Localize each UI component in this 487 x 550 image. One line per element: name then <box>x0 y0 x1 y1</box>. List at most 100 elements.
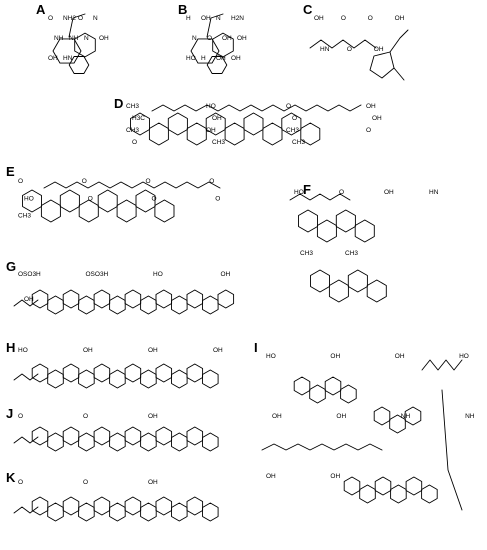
panel-h-head <box>13 373 39 381</box>
panel-k-ring-10 <box>186 496 204 516</box>
panel-d-row0-ring-4 <box>205 112 226 136</box>
panel-f-row1-ring-0 <box>310 269 330 293</box>
panel-g-ring-4 <box>93 289 111 309</box>
panel-j-ring-3 <box>78 432 95 452</box>
panel-f-atom-label: CH3 <box>300 250 313 257</box>
panel-i-label: I <box>254 340 258 355</box>
panel-b-atom-label: OH <box>201 15 211 22</box>
panel-g-atom-label: OH <box>24 296 34 303</box>
panel-g-label: G <box>6 259 16 274</box>
panel-h-label: H <box>6 340 15 355</box>
panel-i-bottom-ring-1 <box>359 484 376 504</box>
panel-h-ring-8 <box>155 363 173 383</box>
panel-e-atom-label: O <box>82 178 87 185</box>
panel-b-atom-label: OH <box>237 35 247 42</box>
panel-j-label: J <box>6 406 13 421</box>
panel-c-atom-label: O <box>341 15 346 22</box>
panel-i-atom-label: HO <box>266 353 276 360</box>
panel-d-atom-label: CH3 <box>292 139 305 146</box>
panel-i-atom-label: OH <box>395 353 405 360</box>
panel-f-atom-label: HN <box>429 189 439 196</box>
panel-k-label: K <box>6 470 16 485</box>
panel-k-ring-6 <box>124 496 142 516</box>
bond-lines <box>13 13 463 522</box>
panel-e-label: E <box>6 164 15 179</box>
panel-k-ring-3 <box>78 502 95 522</box>
panel-i-bottom-ring-5 <box>421 484 438 504</box>
panel-i-bottom-ring-3 <box>390 484 407 504</box>
panel-k-ring-11 <box>202 502 219 522</box>
panel-f-row1-ring-1 <box>328 279 349 303</box>
panel-d-atom-label: CH3 <box>126 103 139 110</box>
panel-a-label: A <box>36 2 46 17</box>
panel-h-atom-label: OH <box>148 347 158 354</box>
panel-h-ring-5 <box>109 369 126 389</box>
panel-h-ring-7 <box>140 369 157 389</box>
panel-g-ring-11 <box>202 295 219 315</box>
panel-c-atom-label: HN <box>320 46 330 53</box>
panel-f-label: F <box>303 182 311 197</box>
panel-i-top-ring-0 <box>293 376 311 396</box>
panel-b-structure <box>190 13 234 74</box>
panel-h-ring-9 <box>171 369 188 389</box>
panel-d-atom-label: CH3 <box>126 127 139 134</box>
panel-k-ring-2 <box>62 496 80 516</box>
panel-c-atom-label: O <box>368 15 373 22</box>
panel-j-atom-label: O <box>83 413 88 420</box>
panel-c-atom-label: OH <box>314 15 324 22</box>
panel-h-atom-label: OH <box>83 347 93 354</box>
panel-a-atom-label: N <box>93 15 98 22</box>
panel-b-atom-label: O <box>207 35 212 42</box>
panel-e-row0-ring-4 <box>97 189 118 213</box>
panel-g-ring-7 <box>140 295 157 315</box>
panel-f-atom-label: OH <box>384 189 394 196</box>
panel-i-atom-label: OH <box>330 353 340 360</box>
panel-c-acid-arm <box>389 29 409 53</box>
panel-k-structure <box>13 496 219 522</box>
panel-d-atom-label: O <box>286 103 291 110</box>
panel-i-mid-ring-2 <box>404 406 422 426</box>
panel-i-atom-label: OH <box>266 473 276 480</box>
panel-i-right-chain <box>421 359 463 371</box>
panel-e-linker <box>43 181 221 189</box>
panel-f-atom-label: CH3 <box>345 250 358 257</box>
panel-i-atom-label: HO <box>459 353 469 360</box>
panel-d-linker <box>151 104 362 112</box>
panel-a-atom-label: NH2 <box>63 15 76 22</box>
panel-j-atom-label: OH <box>148 413 158 420</box>
panel-b-ring-c <box>206 56 228 74</box>
panel-d-label: D <box>114 96 123 111</box>
panel-k-ring-5 <box>109 502 126 522</box>
panel-d-row0-ring-8 <box>281 112 302 136</box>
panel-i-atom-label: OH <box>336 413 346 420</box>
panel-i-top-ring-3 <box>340 384 357 404</box>
panel-e-atom-label: CH3 <box>18 213 31 220</box>
panel-e-atom-label: O <box>215 195 220 202</box>
panel-a-ring-c <box>68 56 90 74</box>
panel-g-ring-10 <box>186 289 204 309</box>
panel-g-atom-label: OH <box>221 271 231 278</box>
panel-g-ring-12 <box>217 289 235 309</box>
panel-a-atom-label: O <box>48 15 53 22</box>
panel-d-atom-label: H3C <box>132 115 145 122</box>
panel-h-ring-0 <box>31 363 49 383</box>
panel-d-atom-label: OH <box>372 115 382 122</box>
panel-c-atom-label: O <box>347 46 352 53</box>
panel-d-atom-label: HO <box>206 103 216 110</box>
panel-i-top-ring-2 <box>324 376 342 396</box>
panel-e-atom-label: O <box>18 178 23 185</box>
panel-e-row0-ring-1 <box>40 199 61 223</box>
panel-h-ring-11 <box>202 369 219 389</box>
panel-i-top-ring-1 <box>309 384 326 404</box>
panel-k-ring-7 <box>140 502 157 522</box>
panel-k-ring-4 <box>93 496 111 516</box>
panel-e-row0-ring-7 <box>154 199 175 223</box>
panel-k-ring-8 <box>155 496 173 516</box>
panel-a-atom-label: HN <box>63 55 73 62</box>
panel-b-atom-label: OH <box>231 55 241 62</box>
panel-j-ring-4 <box>93 426 111 446</box>
panel-a-atom-label: NH <box>54 35 64 42</box>
panel-d-atom-label: OH <box>206 127 216 134</box>
panel-d-atom-label: O <box>292 115 297 122</box>
